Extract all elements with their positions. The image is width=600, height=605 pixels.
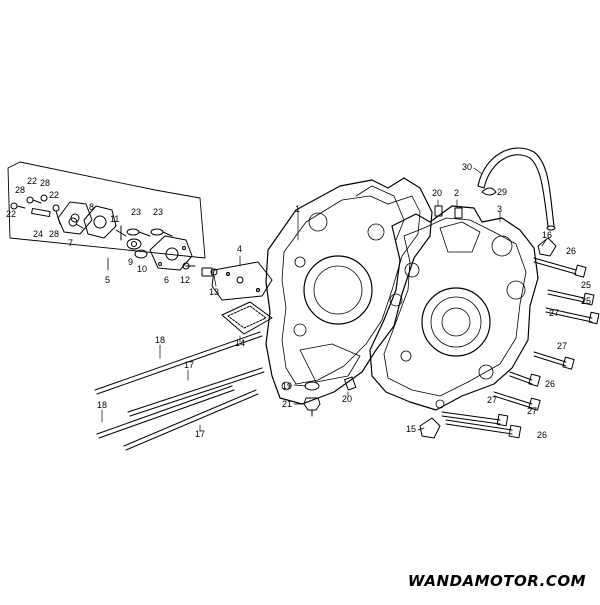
label-8: 8 <box>89 202 94 212</box>
label-22a: 22 <box>27 176 37 186</box>
hose-clip-29 <box>481 187 497 196</box>
label-26b: 26 <box>545 379 555 389</box>
label-30: 30 <box>462 162 472 172</box>
callout-labels: 1 2 3 4 5 6 7 8 9 10 11 12 13 14 15 16 1… <box>6 162 591 440</box>
label-2: 2 <box>454 188 459 198</box>
label-22c: 22 <box>6 209 16 219</box>
watermark: WANDAMOTOR.COM <box>407 572 586 590</box>
label-11: 11 <box>110 214 119 224</box>
label-7: 7 <box>68 238 73 248</box>
label-25b: 25 <box>581 296 591 306</box>
label-16: 16 <box>542 230 552 240</box>
breather-hose-30 <box>477 147 556 231</box>
label-14: 14 <box>235 338 245 348</box>
label-22b: 22 <box>49 190 59 200</box>
case-bolts <box>441 257 600 439</box>
washer-19 <box>304 381 320 391</box>
label-15: 15 <box>406 424 416 434</box>
label-12: 12 <box>180 275 190 285</box>
label-21: 21 <box>282 399 292 409</box>
label-4: 4 <box>237 244 242 254</box>
label-29: 29 <box>497 187 507 197</box>
label-13: 13 <box>209 287 219 297</box>
crankcase-left <box>265 177 433 405</box>
bracket-16 <box>537 237 557 257</box>
label-27c: 27 <box>487 395 497 405</box>
label-20a: 20 <box>432 188 442 198</box>
label-19: 19 <box>282 381 292 391</box>
label-24: 24 <box>33 229 43 239</box>
label-9: 9 <box>128 257 133 267</box>
label-20b: 20 <box>342 394 352 404</box>
crankcase-right <box>369 205 539 411</box>
group-bracket <box>7 161 206 259</box>
label-28a: 28 <box>15 185 25 195</box>
oil-screen-14 <box>221 301 273 335</box>
dowel-pin-20-upper <box>434 205 443 217</box>
label-27d: 27 <box>527 406 537 416</box>
label-10: 10 <box>137 264 147 274</box>
label-6: 6 <box>164 275 169 285</box>
label-17a: 17 <box>184 360 194 370</box>
label-23a: 23 <box>131 207 141 217</box>
cover-plates <box>57 201 193 271</box>
label-28b: 28 <box>40 178 50 188</box>
fitting-13 <box>201 267 218 277</box>
label-1: 1 <box>295 204 300 214</box>
label-27a: 27 <box>549 308 559 318</box>
label-27b: 27 <box>557 341 567 351</box>
label-23b: 23 <box>153 207 163 217</box>
label-5: 5 <box>105 275 110 285</box>
bracket-15 <box>419 417 441 439</box>
long-studs <box>94 331 265 451</box>
dowel-pin-20-lower <box>344 376 357 391</box>
cover-plate-4 <box>211 261 273 301</box>
leader-lines <box>101 167 547 433</box>
label-18a: 18 <box>155 335 165 345</box>
label-18b: 18 <box>97 400 107 410</box>
label-17b: 17 <box>195 429 205 439</box>
label-3: 3 <box>497 204 502 214</box>
label-26a: 26 <box>566 246 576 256</box>
dowel-pin-2 <box>454 207 463 219</box>
label-28c: 28 <box>49 229 59 239</box>
label-25a: 25 <box>581 280 591 290</box>
label-26c: 26 <box>537 430 547 440</box>
